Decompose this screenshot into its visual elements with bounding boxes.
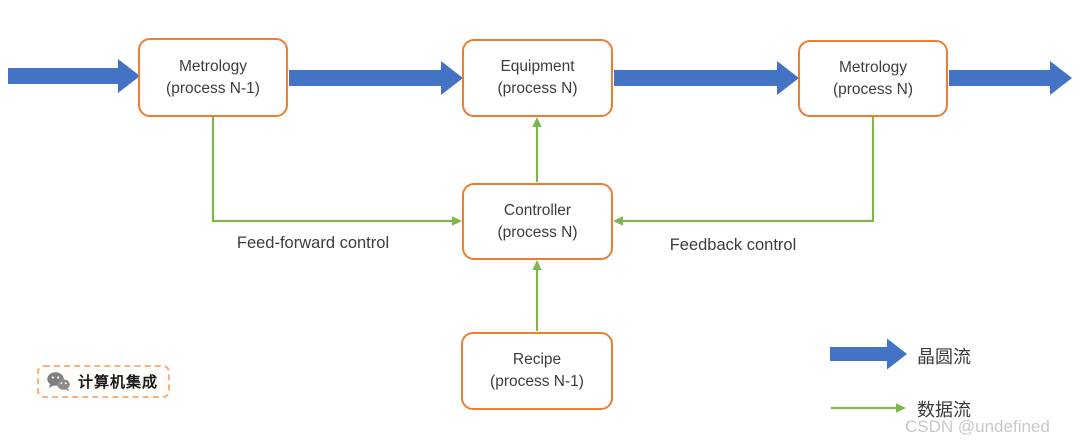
wafer-flow-arrow-in bbox=[8, 59, 140, 93]
wechat-account-name: 计算机集成 bbox=[78, 373, 159, 391]
box-recipe-process-n1: Recipe (process N-1) bbox=[461, 332, 613, 410]
box-title: Equipment bbox=[500, 58, 575, 75]
box-metrology-process-n: Metrology (process N) bbox=[798, 40, 948, 117]
wafer-flow-arrow-out bbox=[949, 61, 1072, 95]
legend-data-flow-arrowhead bbox=[896, 403, 906, 413]
box-controller-process-n: Controller (process N) bbox=[462, 183, 613, 260]
wechat-icon bbox=[46, 371, 71, 392]
legend-wafer-flow-label: 晶圆流 bbox=[917, 347, 971, 367]
data-flow-feedback-line bbox=[621, 117, 875, 223]
box-metrology-process-n1: Metrology (process N-1) bbox=[138, 38, 288, 117]
feed-forward-control-label: Feed-forward control bbox=[236, 234, 390, 252]
wafer-flow-arrow-equipment-to-metrologyN bbox=[614, 61, 799, 95]
data-flow-recipe-to-controller-arrowhead bbox=[532, 260, 542, 270]
data-flow-feedforward-arrowhead bbox=[452, 216, 462, 226]
box-title: Recipe bbox=[512, 351, 562, 368]
box-subtitle: (process N-1) bbox=[490, 373, 584, 390]
legend-wafer-flow-arrow bbox=[830, 338, 907, 370]
data-flow-feedforward-line bbox=[211, 117, 454, 223]
data-flow-controller-to-equipment-arrowhead bbox=[532, 117, 542, 127]
box-subtitle: (process N) bbox=[832, 80, 914, 98]
box-title: Controller bbox=[503, 201, 572, 219]
csdn-watermark: CSDN @undefined bbox=[905, 417, 1050, 436]
wechat-account-badge: 计算机集成 bbox=[37, 365, 171, 398]
feedback-control-label: Feedback control bbox=[669, 236, 797, 254]
box-equipment-process-n: Equipment (process N) bbox=[462, 39, 613, 117]
wafer-flow-arrow-metrologyN1-to-equipment bbox=[289, 61, 463, 95]
data-flow-feedback-arrowhead bbox=[613, 216, 623, 226]
box-title: Metrology bbox=[178, 57, 248, 75]
legend-data-flow-label: 数据流 bbox=[917, 400, 971, 420]
box-subtitle: (process N) bbox=[497, 223, 578, 241]
box-subtitle: (process N) bbox=[497, 80, 578, 97]
box-subtitle: (process N-1) bbox=[166, 79, 260, 97]
box-title: Metrology bbox=[838, 58, 908, 76]
